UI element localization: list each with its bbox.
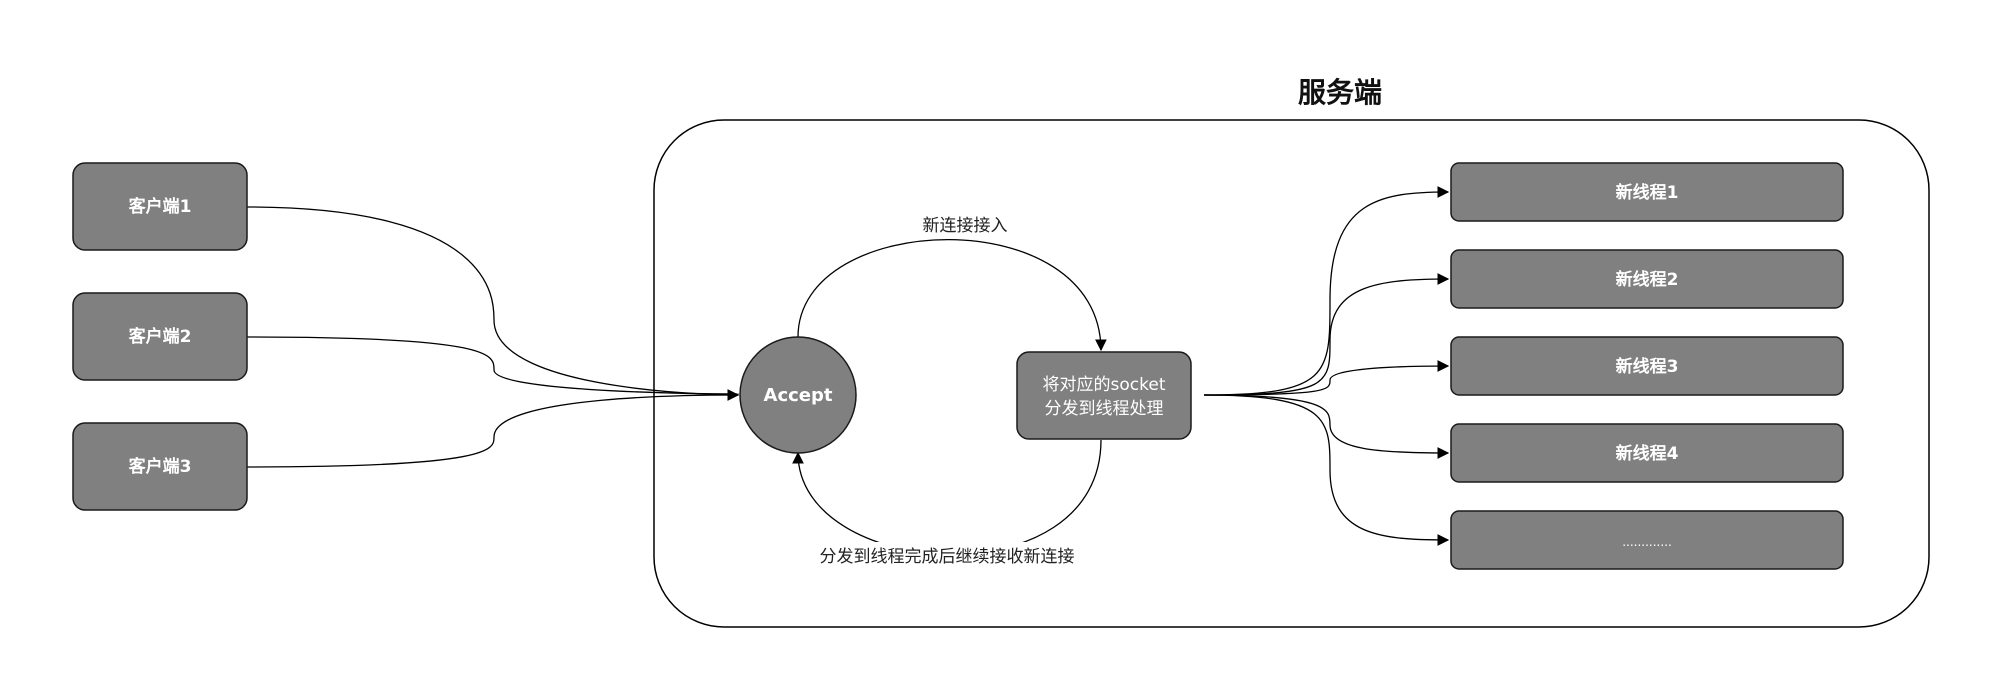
thread-label: 新线程2 xyxy=(1616,269,1679,290)
client-label: 客户端1 xyxy=(128,196,192,217)
thread-node-3[interactable]: 新线程3 xyxy=(1450,336,1844,396)
accept-label: Accept xyxy=(764,385,833,406)
edge-client1-accept xyxy=(246,206,739,396)
edge-label-new-connection: 新连接接入 xyxy=(923,216,1008,236)
edge-label-bg-continue xyxy=(805,542,1090,568)
client-node-1[interactable]: 客户端1 xyxy=(72,162,248,251)
edge-dispatcher-thread3 xyxy=(1203,360,1450,396)
dispatcher-label-line2: 分发到线程处理 xyxy=(1045,399,1164,419)
edge-dispatcher-thread1 xyxy=(1203,186,1450,396)
thread-label: 新线程3 xyxy=(1616,356,1679,377)
server-container xyxy=(653,119,1930,628)
thread-node-2[interactable]: 新线程2 xyxy=(1450,249,1844,309)
edge-dispatcher-thread5 xyxy=(1203,394,1450,546)
edge-label-continue-accept: 分发到线程完成后继续接收新连接 xyxy=(820,547,1075,567)
edge-client2-accept xyxy=(246,336,739,395)
accept-node[interactable]: Accept xyxy=(739,336,857,454)
dispatcher-label-line1: 将对应的socket xyxy=(1043,375,1166,395)
edge-dispatcher-accept xyxy=(792,439,1102,555)
thread-label: 新线程4 xyxy=(1616,443,1679,464)
edge-label-bg-new xyxy=(915,212,1015,236)
thread-node-more[interactable]: ............. xyxy=(1450,510,1844,570)
edge-client3-accept xyxy=(246,389,740,468)
thread-label: ............. xyxy=(1622,535,1672,549)
thread-label: 新线程1 xyxy=(1616,182,1679,203)
client-label: 客户端2 xyxy=(128,326,192,347)
client-label: 客户端3 xyxy=(128,456,192,477)
thread-node-4[interactable]: 新线程4 xyxy=(1450,423,1844,483)
server-title: 服务端 xyxy=(1298,76,1382,109)
dispatcher-node[interactable]: 将对应的socket 分发到线程处理 xyxy=(1016,351,1192,440)
edge-dispatcher-thread4 xyxy=(1203,394,1450,459)
edge-dispatcher-thread2 xyxy=(1203,273,1450,396)
thread-node-1[interactable]: 新线程1 xyxy=(1450,162,1844,222)
edge-accept-dispatcher xyxy=(797,239,1107,352)
client-node-2[interactable]: 客户端2 xyxy=(72,292,248,381)
client-node-3[interactable]: 客户端3 xyxy=(72,422,248,511)
